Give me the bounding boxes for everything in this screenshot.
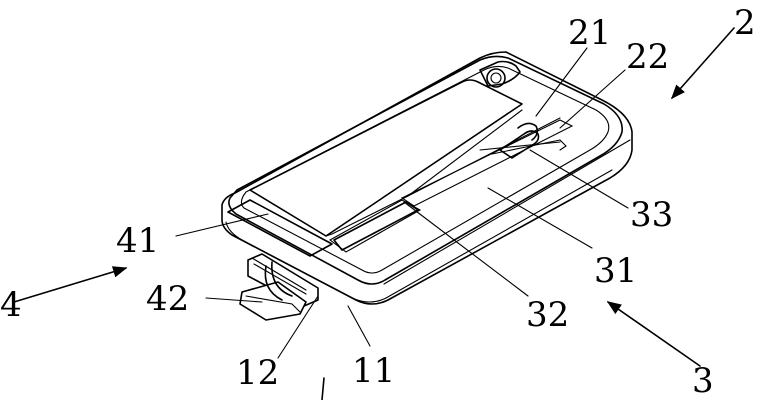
label-31: 31	[594, 251, 637, 291]
label-41: 41	[116, 221, 159, 261]
label-33: 33	[630, 195, 673, 235]
label-2: 2	[734, 3, 756, 43]
reference-labels: 21 22 2 33 41 4 31 42 32 12 11 3	[0, 3, 756, 400]
label-22: 22	[626, 37, 669, 77]
label-3: 3	[692, 361, 714, 400]
leader-lines	[13, 27, 735, 367]
device-housing	[221, 51, 633, 400]
label-32: 32	[526, 295, 569, 335]
label-21: 21	[568, 13, 611, 53]
label-42: 42	[146, 279, 189, 319]
label-12: 12	[236, 353, 279, 393]
label-4: 4	[0, 285, 22, 325]
label-11: 11	[352, 351, 395, 391]
